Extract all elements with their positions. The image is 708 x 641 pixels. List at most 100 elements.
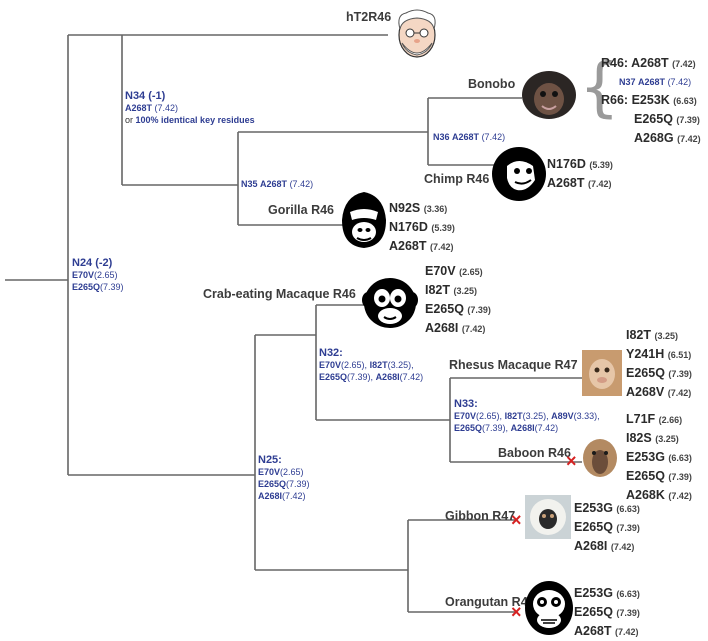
node-n25-pos-1: (2.65) xyxy=(280,467,304,477)
taxon-bonobo: Bonobo xyxy=(468,77,516,91)
gibbon-mut-3: A268I xyxy=(574,539,608,553)
chimp-face-icon xyxy=(492,147,546,201)
node-n25-label: N25: E70V(2.65) E265Q(7.39) A268I(7.42) xyxy=(258,454,310,502)
macaque-face-icon xyxy=(362,278,418,328)
node-n33-mut-5: A268I xyxy=(510,423,535,433)
gibbon-pos-2: (7.39) xyxy=(616,523,640,533)
node-n32-label: N32: E70V(2.65), I82T(3.25), E265Q(7.39)… xyxy=(319,347,423,383)
gibbon-mut-2: E265Q xyxy=(574,520,613,534)
gibbon-photo-icon xyxy=(525,495,571,539)
node-n33-mut-3: A89V xyxy=(551,411,574,421)
crab-pos-3: (7.39) xyxy=(467,305,491,315)
rhesus-mutations: I82T (3.25) Y241H (6.51) E265Q (7.39) A2… xyxy=(626,326,692,402)
gorilla-pos-3: (7.42) xyxy=(430,242,454,252)
orangutan-mut-2: E265Q xyxy=(574,605,613,619)
gorilla-face-icon xyxy=(342,192,386,248)
node-n33-title: N33: xyxy=(454,398,478,410)
node-n32-mut-3: E265Q xyxy=(319,372,348,382)
node-n35-title: N35 xyxy=(241,179,258,189)
bonobo-r66-prefix: R66: xyxy=(601,93,629,107)
bonobo-r66-pos-3: (7.42) xyxy=(677,134,701,144)
baboon-pos-2: (3.25) xyxy=(655,434,679,444)
node-n36-label: N36 A268T (7.42) xyxy=(433,131,505,143)
orangutan-pos-3: (7.42) xyxy=(615,627,639,637)
baboon-pos-1: (2.66) xyxy=(658,415,683,425)
node-n35-mut: A268T xyxy=(260,179,288,189)
node-n33-pos-1: (2.65), xyxy=(476,411,503,421)
taxon-rhesus: Rhesus Macaque R47 xyxy=(449,358,578,372)
orangutan-mut-3: A268T xyxy=(574,624,612,638)
node-n34-or: or xyxy=(125,115,134,125)
node-n25-mut-3: A268I xyxy=(258,491,283,501)
bonobo-r66-pos-2: (7.39) xyxy=(676,115,700,125)
chimp-mut-1: N176D xyxy=(547,157,586,171)
crab-mut-3: E265Q xyxy=(425,302,464,316)
crab-mut-4: A268I xyxy=(425,321,459,335)
bonobo-r66-mut-2: E265Q xyxy=(634,112,673,126)
node-n25-title: N25: xyxy=(258,454,282,466)
orangutan-face-icon xyxy=(525,581,573,635)
bonobo-r46-prefix: R46: xyxy=(601,56,629,70)
rhesus-pos-3: (7.39) xyxy=(668,369,692,379)
crab-pos-4: (7.42) xyxy=(461,324,486,334)
gorilla-mut-2: N176D xyxy=(389,220,428,234)
node-n34-label: N34 (-1) A268T (7.42) or 100% identical … xyxy=(125,90,255,126)
rhesus-mut-2: Y241H xyxy=(626,347,665,361)
node-n37-title: N37 xyxy=(619,77,636,87)
gibbon-cross-icon: × xyxy=(511,510,522,530)
crab-pos-1: (2.65) xyxy=(459,267,483,277)
gorilla-pos-1: (3.36) xyxy=(423,204,448,214)
human-face-icon xyxy=(398,9,436,58)
node-n33-mut-2: I82T xyxy=(504,411,523,421)
node-n33-pos-4: (7.39), xyxy=(482,423,509,433)
rhesus-mut-4: A268V xyxy=(626,385,665,399)
rhesus-pos-2: (6.51) xyxy=(667,350,692,360)
node-n32-mut-1: E70V xyxy=(319,360,342,370)
baboon-mut-2: I82S xyxy=(626,431,652,445)
taxon-crab-eating: Crab-eating Macaque R46 xyxy=(203,287,356,301)
node-n25-pos-2: (7.39) xyxy=(286,479,310,489)
bonobo-r66-pos-1: (6.63) xyxy=(673,96,697,106)
rhesus-mut-3: E265Q xyxy=(626,366,665,380)
gibbon-pos-3: (7.42) xyxy=(610,542,635,552)
node-n36-mut: A268T xyxy=(452,132,480,142)
crab-pos-2: (3.25) xyxy=(453,286,478,296)
gibbon-mutations: E253G (6.63) E265Q (7.39) A268I (7.42) xyxy=(574,499,640,556)
node-n37-mut: A268T xyxy=(638,77,666,87)
gorilla-mut-1: N92S xyxy=(389,201,421,215)
node-n34-title: N34 (-1) xyxy=(125,90,166,102)
node-n32-pos-3: (7.39), xyxy=(347,372,374,382)
orangutan-cross-icon: × xyxy=(511,602,522,622)
node-n34-mut: A268T xyxy=(125,103,153,113)
baboon-face-icon xyxy=(583,439,617,477)
bonobo-r46-pos: (7.42) xyxy=(672,59,696,69)
orangutan-mutations: E253G (6.63) E265Q (7.39) A268T (7.42) xyxy=(574,584,640,641)
baboon-mut-5: A268K xyxy=(626,488,665,502)
node-n24-mut-2: E265Q xyxy=(72,282,101,292)
baboon-pos-3: (6.63) xyxy=(668,453,692,463)
node-n34-pos: (7.42) xyxy=(154,103,179,113)
taxon-ht2r46: hT2R46 xyxy=(346,10,392,24)
gibbon-mut-1: E253G xyxy=(574,501,613,515)
gorilla-pos-2: (5.39) xyxy=(431,223,455,233)
gorilla-mutations: N92S (3.36) N176D (5.39) A268T (7.42) xyxy=(389,199,455,256)
bonobo-r66-mut-1: E253K xyxy=(631,93,670,107)
crab-mut-1: E70V xyxy=(425,264,456,278)
bonobo-mutations: R46: A268T (7.42) N37 A268T (7.42) R66: … xyxy=(601,54,701,148)
baboon-mut-4: E265Q xyxy=(626,469,665,483)
taxon-chimp: Chimp R46 xyxy=(424,172,490,186)
baboon-mut-3: E253G xyxy=(626,450,665,464)
rhesus-pos-1: (3.25) xyxy=(654,331,679,341)
gibbon-pos-1: (6.63) xyxy=(616,504,640,514)
bonobo-r66-mut-3: A268G xyxy=(634,131,674,145)
taxon-gibbon: Gibbon R47 xyxy=(445,509,516,523)
chimp-pos-2: (7.42) xyxy=(588,179,612,189)
node-n34-identical: 100% identical key residues xyxy=(135,115,255,125)
taxon-baboon: Baboon R46 xyxy=(498,446,571,460)
node-n32-title: N32: xyxy=(319,347,343,359)
node-n36-pos: (7.42) xyxy=(481,132,506,142)
node-n32-mut-4: A268I xyxy=(375,372,400,382)
node-n36-title: N36 xyxy=(433,132,450,142)
node-n32-mut-2: I82T xyxy=(369,360,388,370)
crab-mut-2: I82T xyxy=(425,283,451,297)
